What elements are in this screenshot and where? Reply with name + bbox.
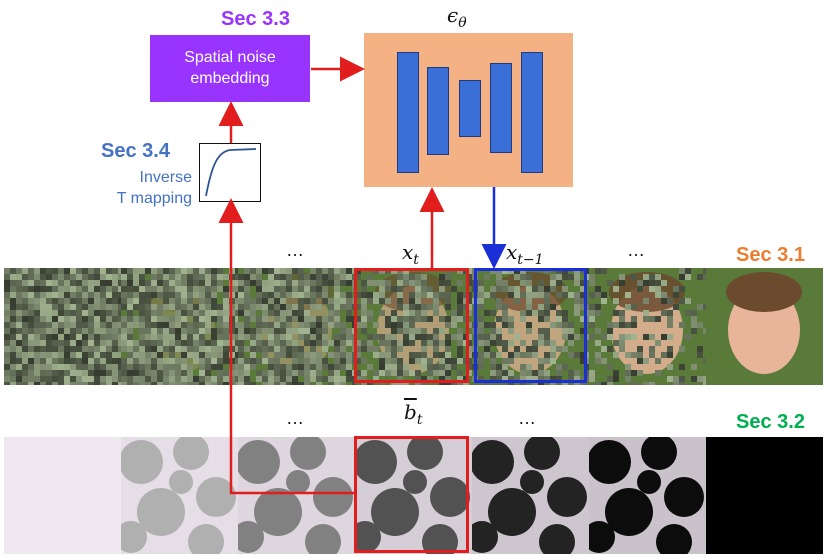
mask-to-mapping-arrow xyxy=(218,198,354,495)
diffusion-frame xyxy=(472,268,589,385)
diffusion-image-row xyxy=(4,268,823,385)
diffusion-frame xyxy=(589,268,706,385)
diffusion-frame xyxy=(4,268,121,385)
top-ellipsis-left: … xyxy=(286,240,304,260)
inverse-t-mapping-text: Inverse T mapping xyxy=(90,167,192,209)
network-label: ϵθ xyxy=(447,3,467,31)
inverse-t-mapping-plot xyxy=(199,143,261,202)
bottom-ellipsis-right: … xyxy=(518,408,536,428)
unet-decoder-block-2 xyxy=(521,52,543,173)
bottom-ellipsis-left: … xyxy=(286,408,304,428)
xt-minus-1-highlight-box xyxy=(474,268,587,383)
embedding-line1: Spatial noise xyxy=(184,49,276,66)
sec-3-3-label: Sec 3.3 xyxy=(221,8,290,30)
unet-encoder-block-2 xyxy=(427,67,449,155)
xt-highlight-box xyxy=(354,268,469,383)
xt-label: xt xyxy=(402,240,419,268)
unet-bottleneck-block xyxy=(459,80,481,137)
mask-frame xyxy=(355,437,472,554)
diffusion-frame xyxy=(121,268,238,385)
bt-label: bt xyxy=(404,400,423,428)
sec-3-2-label: Sec 3.2 xyxy=(736,411,805,433)
unet-decoder-block-1 xyxy=(490,63,512,153)
spatial-noise-embedding-box: Spatial noise embedding xyxy=(150,35,310,102)
top-ellipsis-right: … xyxy=(627,240,645,260)
mask-row xyxy=(4,437,823,554)
sigmoid-curve-icon xyxy=(205,148,257,197)
xt-minus-1-label: xt−1 xyxy=(506,240,544,268)
bt-highlight-box xyxy=(354,436,469,553)
mask-frame xyxy=(238,437,355,554)
mask-frame xyxy=(121,437,238,554)
mapping-line1: Inverse xyxy=(139,169,192,186)
mapping-line2: T mapping xyxy=(116,190,192,207)
unet-encoder-block-1 xyxy=(397,52,419,173)
diffusion-frame xyxy=(238,268,355,385)
mask-frame xyxy=(589,437,706,554)
diffusion-frame xyxy=(355,268,472,385)
mask-frame xyxy=(706,437,823,554)
sec-3-4-label: Sec 3.4 xyxy=(101,140,170,162)
mask-frame xyxy=(4,437,121,554)
mask-frame xyxy=(472,437,589,554)
unet-box xyxy=(364,33,573,187)
sec-3-1-label: Sec 3.1 xyxy=(736,244,805,266)
embedding-line2: embedding xyxy=(190,70,270,87)
diffusion-frame xyxy=(706,268,823,385)
